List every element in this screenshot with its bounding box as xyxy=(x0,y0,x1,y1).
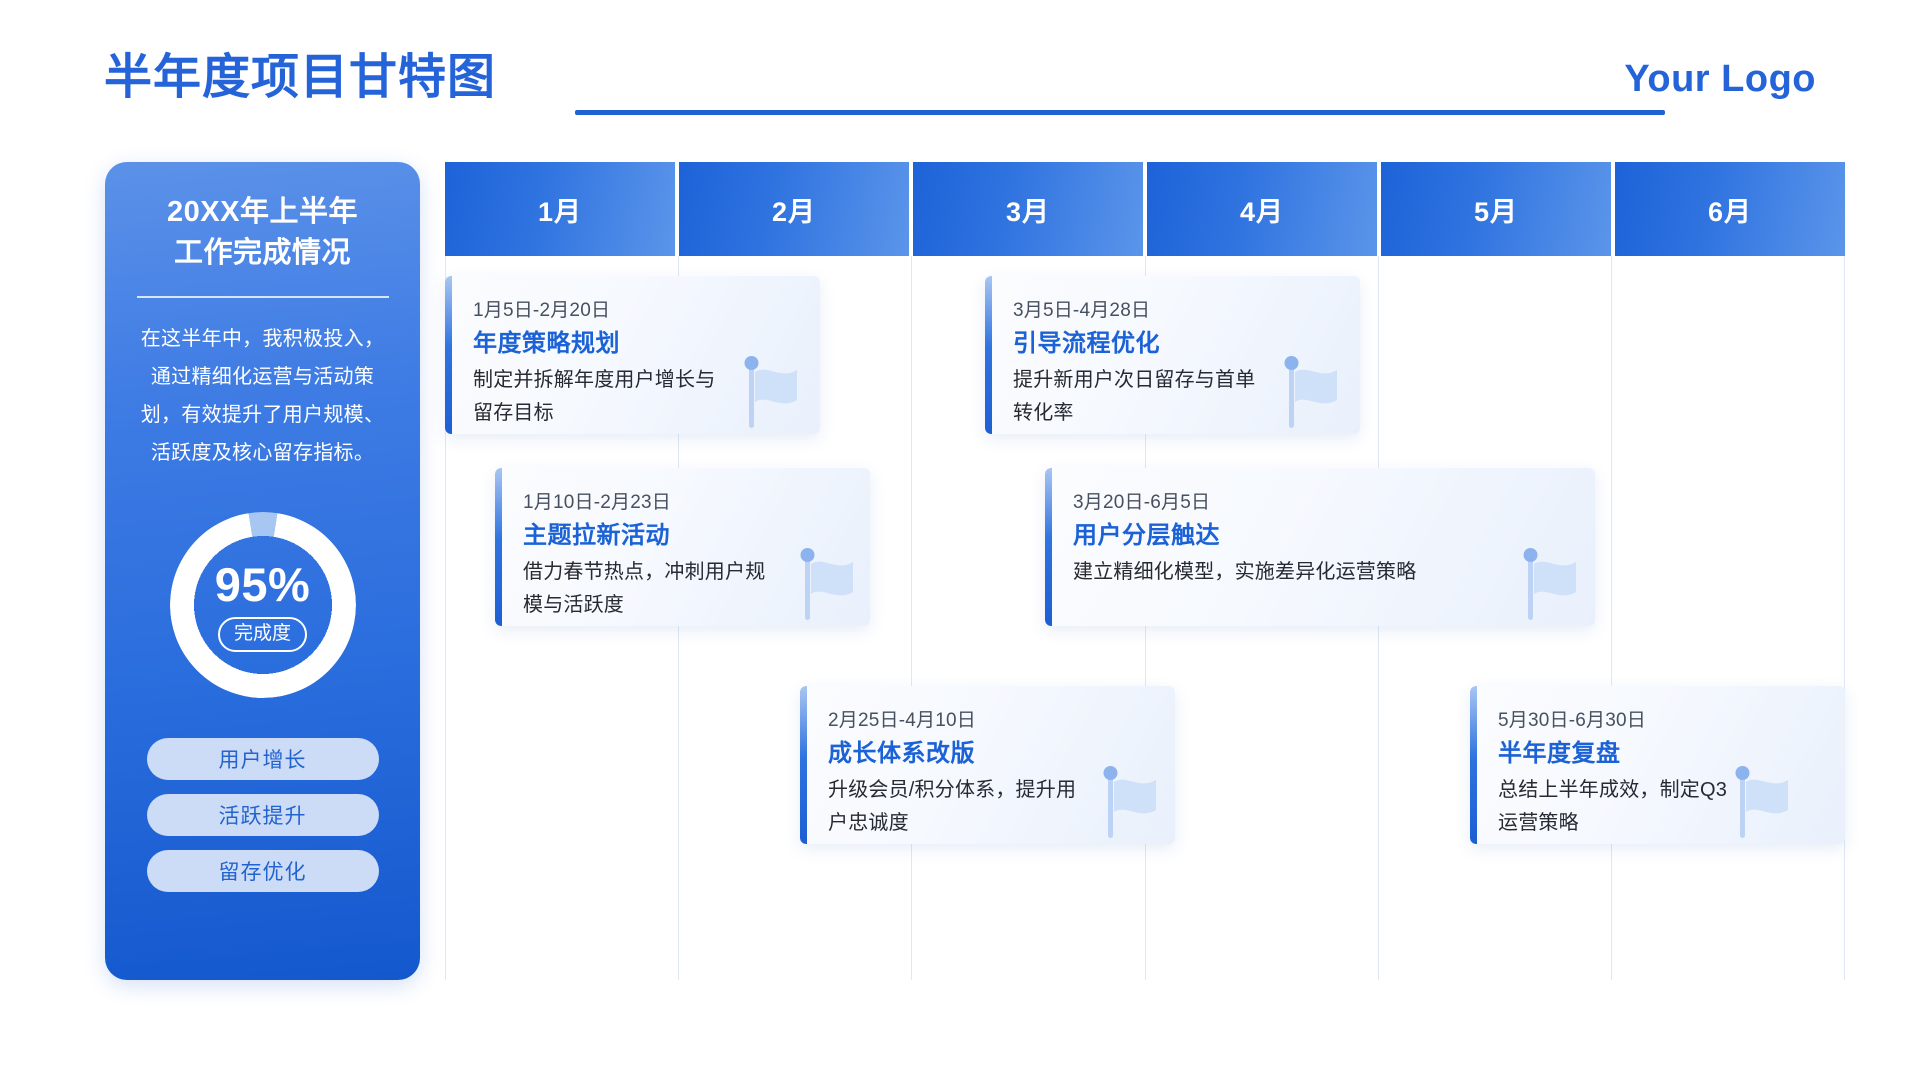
tag-activity-lift[interactable]: 活跃提升 xyxy=(146,794,379,836)
task-cards-layer: 1月5日-2月20日 年度策略规划 制定并拆解年度用户增长与留存目标 1月10日… xyxy=(445,256,1845,980)
page-title: 半年度项目甘特图 xyxy=(104,51,497,104)
task-title: 用户分层触达 xyxy=(1073,522,1220,549)
sidebar-divider xyxy=(136,296,389,298)
month-header-jan[interactable]: 1月 xyxy=(445,162,675,256)
task-description: 制定并拆解年度用户增长与留存目标 xyxy=(473,369,716,424)
task-title: 半年度复盘 xyxy=(1498,740,1621,767)
task-title: 年度策略规划 xyxy=(473,330,620,357)
completion-caption-badge: 完成度 xyxy=(217,616,307,652)
summary-sidebar: 20XX年上半年 工作完成情况 在这半年中，我积极投入，通过精细化运营与活动策划… xyxy=(105,162,420,980)
task-date-range: 2月25日-4月10日 xyxy=(828,710,976,731)
task-card[interactable]: 3月20日-6月5日 用户分层触达 建立精细化模型，实施差异化运营策略 xyxy=(1045,468,1595,626)
task-description: 借力春节热点，冲刺用户规模与活跃度 xyxy=(523,561,766,616)
completion-donut-chart: 95% 完成度 xyxy=(169,512,356,698)
month-header-mar[interactable]: 3月 xyxy=(913,162,1143,256)
logo-text: Your Logo xyxy=(1624,58,1816,100)
sidebar-title-line-1: 20XX年上半年 xyxy=(167,196,358,228)
task-card[interactable]: 1月5日-2月20日 年度策略规划 制定并拆解年度用户增长与留存目标 xyxy=(445,276,820,434)
task-title: 成长体系改版 xyxy=(828,740,975,767)
task-card-body: 3月20日-6月5日 用户分层触达 建立精细化模型，实施差异化运营策略 xyxy=(1045,468,1595,626)
task-description: 建立精细化模型，实施差异化运营策略 xyxy=(1073,561,1417,583)
task-card-body: 3月5日-4月28日 引导流程优化 提升新用户次日留存与首单转化率 xyxy=(985,276,1360,434)
gridline-col-5 xyxy=(1379,256,1612,980)
task-card-body: 5月30日-6月30日 半年度复盘 总结上半年成效，制定Q3运营策略 xyxy=(1470,686,1845,844)
task-card-body: 1月5日-2月20日 年度策略规划 制定并拆解年度用户增长与留存目标 xyxy=(445,276,820,434)
sidebar-title: 20XX年上半年 工作完成情况 xyxy=(131,192,394,274)
task-date-range: 1月5日-2月20日 xyxy=(473,300,611,321)
task-description: 总结上半年成效，制定Q3运营策略 xyxy=(1498,779,1728,834)
sidebar-title-line-2: 工作完成情况 xyxy=(173,237,351,269)
gridline-col-2 xyxy=(679,256,913,980)
task-card[interactable]: 1月10日-2月23日 主题拉新活动 借力春节热点，冲刺用户规模与活跃度 xyxy=(495,468,870,626)
slide-header: 半年度项目甘特图 Your Logo xyxy=(0,0,1920,140)
donut-ring-track xyxy=(169,512,356,698)
task-card[interactable]: 3月5日-4月28日 引导流程优化 提升新用户次日留存与首单转化率 xyxy=(985,276,1360,434)
task-date-range: 3月20日-6月5日 xyxy=(1073,492,1211,513)
task-title: 主题拉新活动 xyxy=(523,522,670,549)
month-header-feb[interactable]: 2月 xyxy=(679,162,909,256)
tag-user-growth[interactable]: 用户增长 xyxy=(146,738,379,780)
header-divider-rule xyxy=(575,110,1665,115)
donut-center-content: 95% 完成度 xyxy=(170,512,356,698)
task-description: 升级会员/积分体系，提升用户忠诚度 xyxy=(828,779,1077,834)
task-date-range: 1月10日-2月23日 xyxy=(523,492,671,513)
completion-percent-value: 95% xyxy=(214,557,311,611)
task-date-range: 3月5日-4月28日 xyxy=(1013,300,1151,321)
task-date-range: 5月30日-6月30日 xyxy=(1498,710,1646,731)
month-header-may[interactable]: 5月 xyxy=(1381,162,1611,256)
task-card[interactable]: 2月25日-4月10日 成长体系改版 升级会员/积分体系，提升用户忠诚度 xyxy=(800,686,1175,844)
highlight-tag-list: 用户增长 活跃提升 留存优化 xyxy=(131,738,394,892)
task-card-body: 2月25日-4月10日 成长体系改版 升级会员/积分体系，提升用户忠诚度 xyxy=(800,686,1175,844)
task-title: 引导流程优化 xyxy=(1013,330,1160,357)
tag-retention-optimize[interactable]: 留存优化 xyxy=(146,850,379,892)
month-header-apr[interactable]: 4月 xyxy=(1147,162,1377,256)
month-header-row: 1月 2月 3月 4月 5月 6月 xyxy=(445,162,1845,256)
task-card-body: 1月10日-2月23日 主题拉新活动 借力春节热点，冲刺用户规模与活跃度 xyxy=(495,468,870,626)
gridline-col-6 xyxy=(1612,256,1846,980)
task-description: 提升新用户次日留存与首单转化率 xyxy=(1013,369,1256,424)
gantt-timeline: 1月 2月 3月 4月 5月 6月 1月5日-2月20日 年度策略规划 制定并拆… xyxy=(445,162,1846,980)
task-card[interactable]: 5月30日-6月30日 半年度复盘 总结上半年成效，制定Q3运营策略 xyxy=(1470,686,1845,844)
sidebar-description: 在这半年中，我积极投入，通过精细化运营与活动策划，有效提升了用户规模、活跃度及核… xyxy=(140,328,385,464)
month-header-jun[interactable]: 6月 xyxy=(1615,162,1845,256)
